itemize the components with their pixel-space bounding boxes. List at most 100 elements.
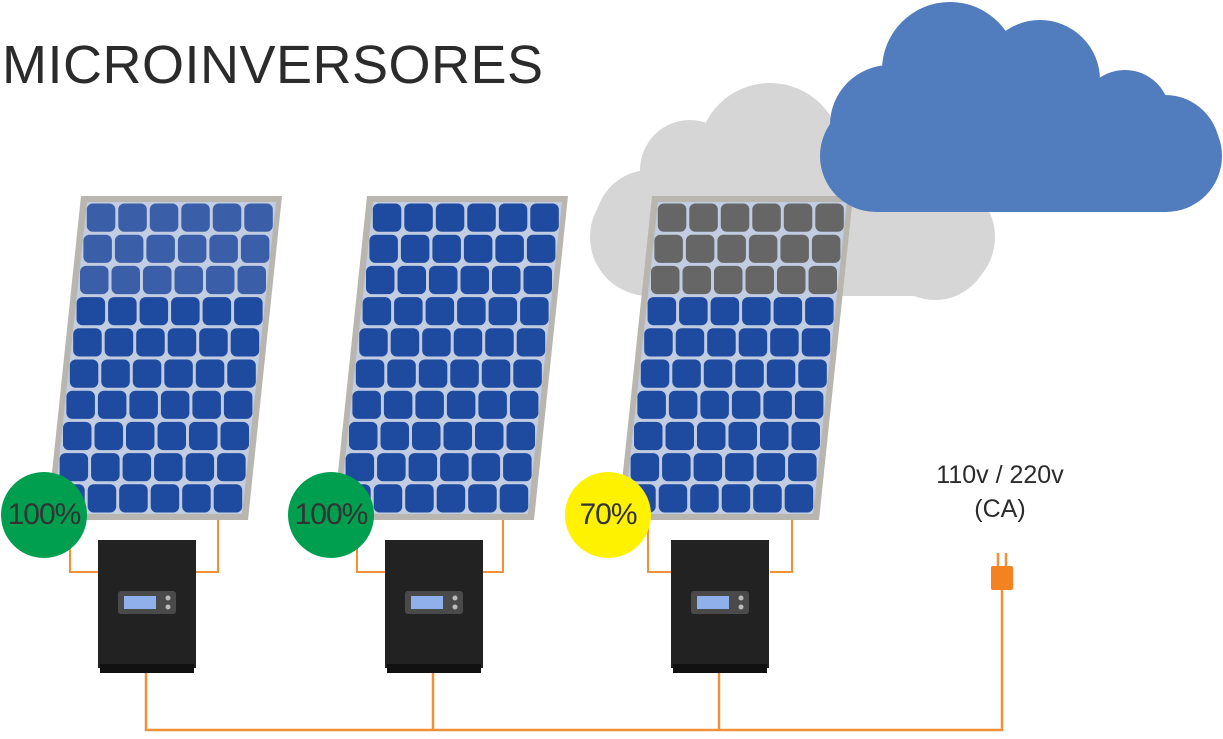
solar-cell [237,265,266,295]
solar-cell [104,328,134,357]
solar-cell [97,390,127,419]
inverter-led [165,595,171,601]
solar-cell [471,453,501,482]
solar-cell [742,297,771,326]
solar-cell [223,390,253,419]
solar-cell [714,265,743,295]
solar-cell [516,328,546,357]
solar-cell [513,359,542,388]
solar-cell [721,484,751,513]
solar-cell [425,297,455,326]
current-type-text: (CA) [974,495,1026,523]
solar-cell [794,390,824,419]
solar-cell [665,421,694,451]
microinverter-1-icon [98,540,196,673]
solar-cell [788,453,817,482]
solar-cell [777,265,806,295]
solar-panel-3-icon [618,196,853,520]
solar-cell [630,453,660,482]
solar-cell [478,390,507,419]
solar-cell [467,203,496,232]
solar-cell [685,234,715,263]
solar-cell [122,453,152,482]
solar-cell [682,265,711,295]
inverter-led [738,604,744,610]
solar-cell [717,234,746,263]
solar-cell [387,359,416,388]
solar-cell [520,297,549,326]
solar-cell [440,453,469,482]
solar-cell [689,203,718,232]
solar-cell [185,453,215,482]
solar-cell [488,297,518,326]
solar-cell [220,421,249,451]
solar-cell [394,297,423,326]
solar-cell [132,359,162,388]
solar-cell [429,265,458,295]
solar-cell [526,234,556,263]
solar-cell [59,453,89,482]
panel-2-efficiency-badge: 100% [288,472,374,558]
solar-cell [481,359,511,388]
solar-cell [362,297,392,326]
solar-cell [408,453,438,482]
solar-cell [192,390,221,419]
solar-cell [675,328,705,357]
inverter-base [387,664,481,673]
solar-cell [523,265,552,295]
solar-cell [234,297,263,326]
inverter-led [738,595,744,601]
plug-icon [991,566,1013,590]
solar-cell [658,484,688,513]
solar-cell [720,203,750,232]
solar-cell [432,234,461,263]
microinverter-3-icon [671,540,769,673]
solar-cell [146,234,175,263]
solar-cell [805,297,834,326]
solar-cell [66,390,95,419]
solar-cell [446,390,476,419]
solar-cell [73,328,102,357]
microinverter-2-icon [385,540,483,673]
solar-cell [383,390,413,419]
solar-cell [195,359,225,388]
solar-cell [498,203,528,232]
solar-cell [450,359,479,388]
wiring [144,553,1008,732]
solar-cell [662,453,691,482]
solar-cell [230,328,260,357]
solar-cell [637,390,666,419]
solar-cell [80,265,109,295]
solar-panel-1-icon [47,196,282,520]
solar-cell [126,421,155,451]
solar-cell [181,203,210,232]
solar-cell [495,234,524,263]
solar-cell [164,359,193,388]
solar-cell [400,234,430,263]
panel-3-efficiency-badge: 70% [565,472,651,558]
solar-cell [530,203,559,232]
solar-cell [212,203,242,232]
solar-cell [697,421,726,451]
solar-cell [418,359,448,388]
inverter-screen [697,596,729,609]
solar-cell [227,359,256,388]
solar-cell [735,359,764,388]
solar-cell [372,203,402,232]
voltage-text: 110v / 220v [936,461,1064,489]
solar-cell [728,421,757,451]
solar-cell [773,297,803,326]
solar-cell [199,328,228,357]
solar-cell [679,297,708,326]
solar-cell [644,328,673,357]
solar-cell [108,297,137,326]
solar-cell [657,203,687,232]
solar-cell [111,265,140,295]
solar-cell [745,265,774,295]
solar-cell [791,421,820,451]
solar-cell [377,453,406,482]
page-title: MICROINVERSORES [2,35,544,95]
solar-cell [390,328,420,357]
solar-cell [189,421,218,451]
